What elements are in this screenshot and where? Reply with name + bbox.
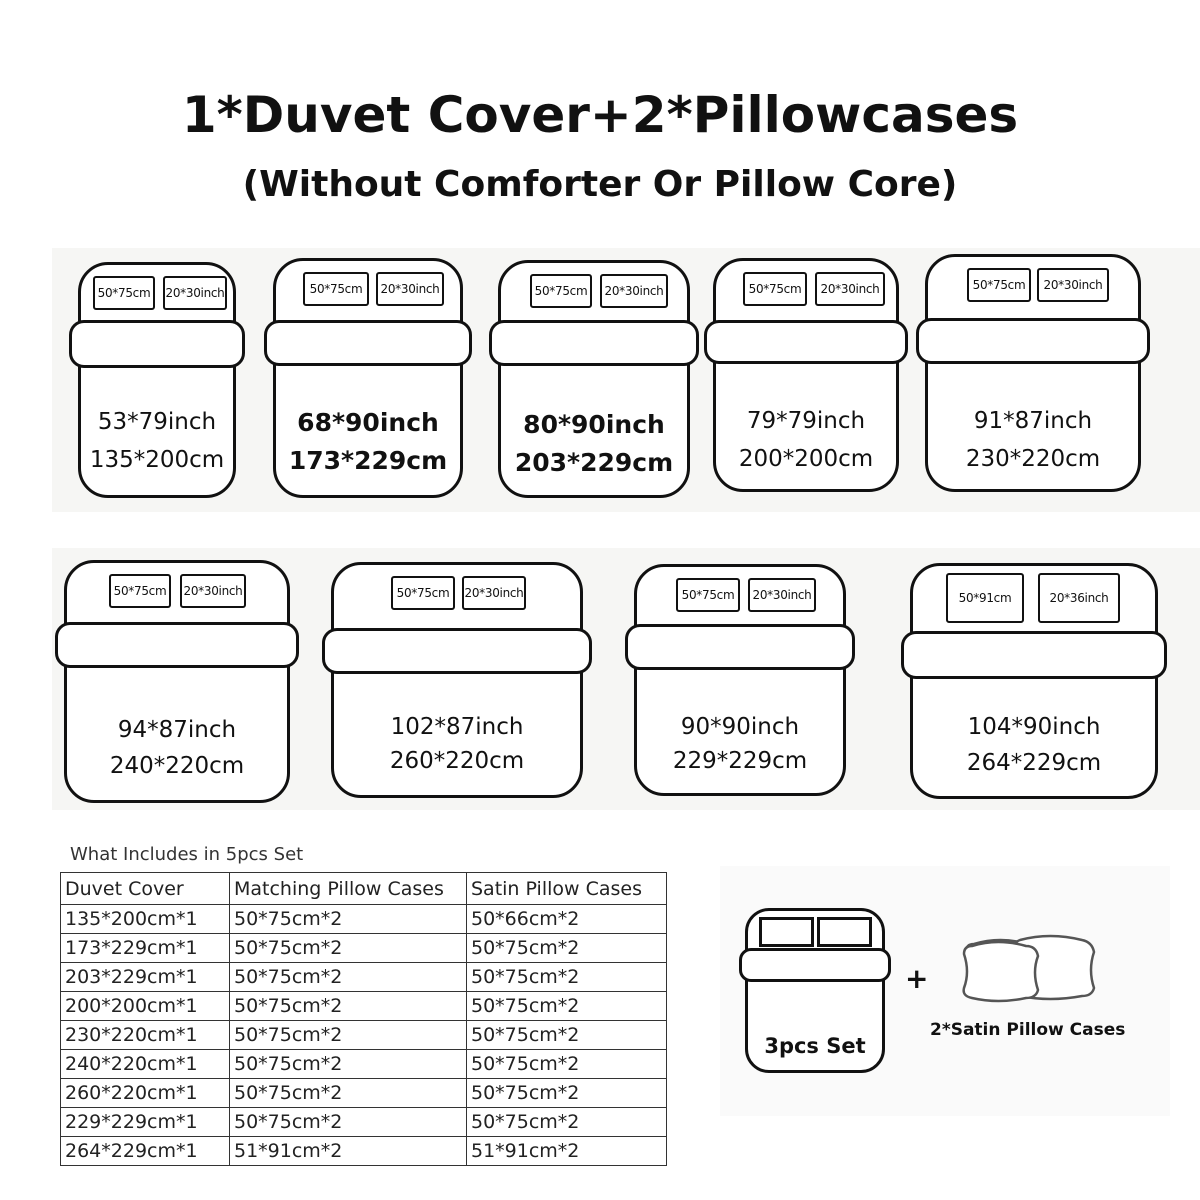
bed-size-cm: 173*229cm [288,446,448,475]
bed-size-card: 50*75cm 20*30inch 90*90inch 229*229cm [625,564,855,796]
pillow-size-label: 50*75cm [743,272,807,306]
bed-size-cm: 229*229cm [672,748,808,774]
bed-size-cm: 264*229cm [966,750,1102,776]
bed-size-inches: 79*79inch [746,408,866,434]
includes-table: Duvet Cover Matching Pillow Cases Satin … [60,872,667,1166]
bed-size-card: 50*75cm 20*30inch 102*87inch 260*220cm [322,562,592,798]
column-header: Matching Pillow Cases [229,872,467,905]
satin-pillow-caption: 2*Satin Pillow Cases [930,1020,1126,1040]
bed-size-card: 50*75cm 20*30inch 91*87inch 230*220cm [916,254,1150,492]
table-cell: 50*75cm*2 [229,1020,467,1050]
bed-size-inches: 90*90inch [680,714,800,740]
table-cell: 50*75cm*2 [229,991,467,1021]
bed-size-cm: 135*200cm [89,447,225,473]
bed-size-card: 50*75cm 20*30inch 80*90inch 203*229cm [489,260,699,498]
pillow-size-label: 50*75cm [530,274,592,308]
table-cell: 135*200cm*1 [60,904,230,934]
pillow-size-label: 20*30inch [748,578,816,612]
bed-size-cm: 203*229cm [514,448,674,477]
bed-size-inches: 94*87inch [117,717,237,743]
table-cell: 50*75cm*2 [466,933,667,963]
set-label: 3pcs Set [764,1034,866,1058]
bed-size-card: 50*75cm 20*30inch 68*90inch 173*229cm [264,258,472,498]
pillow-size-label: 50*91cm [946,573,1024,623]
bed-size-inches: 102*87inch [390,714,524,740]
pillow-size-label: 50*75cm [967,268,1031,302]
bed-size-cm: 260*220cm [389,748,525,774]
pillow-size-label: 50*75cm [303,272,369,306]
satin-pillows-icon [962,934,1096,1003]
pillow-size-label: 20*30inch [376,272,444,306]
bed-size-inches: 53*79inch [97,409,217,435]
column-header: Satin Pillow Cases [466,872,667,905]
table-cell: 240*220cm*1 [60,1049,230,1079]
table-cell: 50*75cm*2 [229,1107,467,1137]
table-header-row: Duvet Cover Matching Pillow Cases Satin … [60,872,667,905]
table-cell: 230*220cm*1 [60,1020,230,1050]
pillow-icon [759,917,814,947]
duvet-set-icon: 3pcs Set [739,908,891,1073]
table-cell: 50*75cm*2 [466,1107,667,1137]
bed-size-card: 50*75cm 20*30inch 94*87inch 240*220cm [55,560,299,803]
table-cell: 264*229cm*1 [60,1136,230,1166]
table-cell: 50*75cm*2 [466,1049,667,1079]
bed-size-card: 50*91cm 20*36inch 104*90inch 264*229cm [901,563,1167,799]
pillow-size-label: 20*30inch [163,276,227,310]
page-subtitle: (Without Comforter Or Pillow Core) [242,164,958,205]
table-cell: 50*75cm*2 [466,991,667,1021]
table-cell: 50*75cm*2 [466,962,667,992]
pillow-icon [817,917,872,947]
table-cell: 50*75cm*2 [229,904,467,934]
pillow-size-label: 50*75cm [109,574,171,608]
table-cell: 51*91cm*2 [466,1136,667,1166]
bed-size-inches: 91*87inch [973,408,1093,434]
pillow-size-label: 20*30inch [462,576,526,610]
table-cell: 229*229cm*1 [60,1107,230,1137]
bed-size-card: 50*75cm 20*30inch 79*79inch 200*200cm [704,258,908,492]
pillow-size-label: 20*30inch [1037,268,1109,302]
includes-caption: What Includes in 5pcs Set [70,844,304,865]
bed-size-card: 50*75cm 20*30inch 53*79inch 135*200cm [69,262,245,498]
table-cell: 50*75cm*2 [229,1078,467,1108]
table-cell: 173*229cm*1 [60,933,230,963]
table-cell: 50*75cm*2 [229,962,467,992]
table-cell: 50*66cm*2 [466,904,667,934]
table-cell: 203*229cm*1 [60,962,230,992]
bed-size-inches: 80*90inch [523,410,665,439]
pillow-size-label: 50*75cm [93,276,155,310]
page-title: 1*Duvet Cover+2*Pillowcases [181,86,1019,144]
pillow-size-label: 20*30inch [815,272,885,306]
pillow-size-label: 50*75cm [676,578,740,612]
table-cell: 51*91cm*2 [229,1136,467,1166]
bed-size-cm: 200*200cm [738,446,874,472]
bed-size-cm: 240*220cm [109,753,245,779]
table-cell: 50*75cm*2 [229,933,467,963]
bed-size-inches: 104*90inch [967,714,1101,740]
table-cell: 200*200cm*1 [60,991,230,1021]
pillow-size-label: 20*30inch [180,574,246,608]
pillow-size-label: 50*75cm [391,576,455,610]
plus-sign: + [905,962,929,995]
bed-size-cm: 230*220cm [965,446,1101,472]
pillow-size-label: 20*36inch [1038,573,1120,623]
column-header: Duvet Cover [60,872,230,905]
table-cell: 260*220cm*1 [60,1078,230,1108]
bed-size-inches: 68*90inch [297,408,439,437]
table-cell: 50*75cm*2 [466,1078,667,1108]
table-cell: 50*75cm*2 [466,1020,667,1050]
pillow-size-label: 20*30inch [600,274,668,308]
table-cell: 50*75cm*2 [229,1049,467,1079]
